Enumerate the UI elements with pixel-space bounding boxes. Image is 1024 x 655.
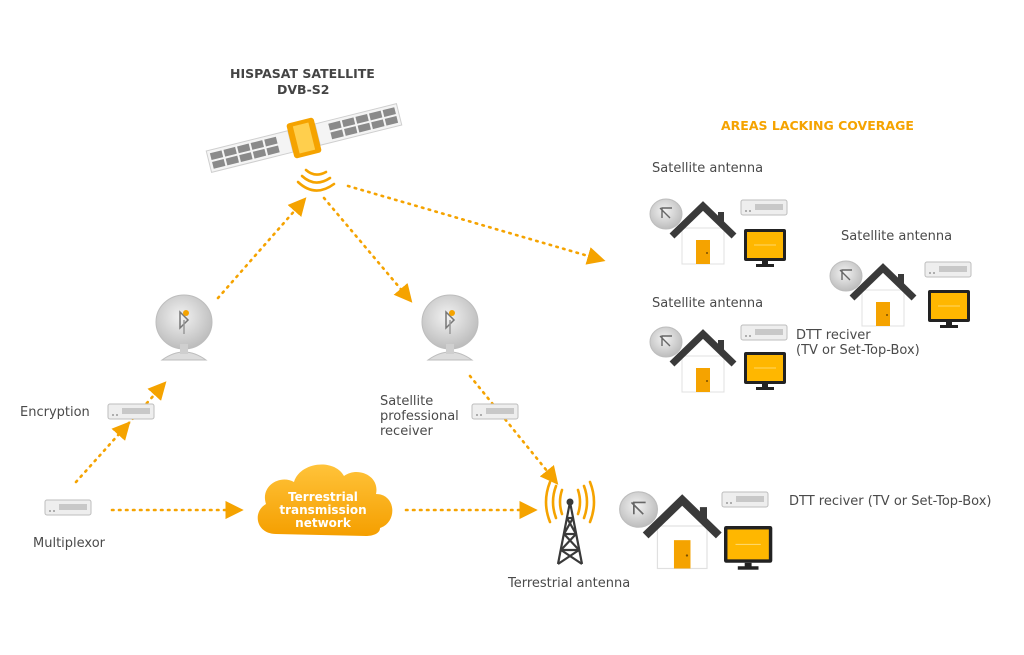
satellite-receiver-label-line3: receiver — [380, 424, 433, 439]
cloud-icon — [257, 464, 393, 536]
satellite-subtitle: DVB-S2 — [277, 82, 330, 97]
house-icon-terrestrial — [620, 492, 719, 569]
cloud-label-line1: Terrestrial — [288, 490, 358, 504]
satellite-antenna-label-1: Satellite antenna — [652, 161, 764, 176]
link-satellite-areas — [346, 184, 606, 265]
satellite-receiver-label-line2: professional — [380, 409, 459, 424]
encryption-label: Encryption — [20, 405, 90, 420]
set-top-box-icon-area-2 — [740, 324, 788, 341]
antenna-tower-icon — [544, 480, 596, 565]
downlink-dish-icon — [421, 294, 479, 361]
satellite-signal-icon — [296, 168, 336, 192]
multiplexor-device-icon — [44, 499, 92, 516]
tv-icon-area-1 — [743, 228, 787, 268]
set-top-box-icon-terrestrial — [721, 491, 769, 508]
cloud-label-line3: network — [295, 516, 351, 530]
link-multiplexor-encryption — [74, 421, 131, 484]
set-top-box-icon-area-3 — [924, 261, 972, 278]
terrestrial-antenna-label: Terrestrial antenna — [508, 576, 631, 591]
satellite-title: HISPASAT SATELLITE — [230, 66, 375, 81]
dtt-receiver-label-2: DTT reciver (TV or Set-Top-Box) — [789, 494, 992, 509]
multiplexor-label: Multiplexor — [33, 536, 106, 551]
satellite-antenna-label-3: Satellite antenna — [841, 229, 953, 244]
satellite-antenna-label-2: Satellite antenna — [652, 296, 764, 311]
satellite-receiver-label-line1: Satellite — [380, 394, 434, 409]
professional-receiver-device-icon — [471, 403, 519, 420]
house-icon-area-2 — [650, 327, 734, 392]
encryption-device-icon — [107, 403, 155, 420]
tv-icon-area-3 — [927, 289, 971, 329]
link-uplink-satellite — [216, 197, 307, 300]
house-icon-area-1 — [650, 199, 734, 264]
dtt-receiver-label-1-line1: DTT reciver — [796, 328, 871, 343]
link-receiver-tower — [468, 374, 559, 485]
tv-icon-terrestrial — [723, 525, 773, 571]
house-icon-area-3 — [830, 261, 914, 326]
satellite-icon — [205, 103, 403, 173]
tv-icon-area-2 — [743, 351, 787, 391]
dtt-receiver-label-1-line2: (TV or Set-Top-Box) — [796, 343, 920, 358]
dtt-receiver-label-1: DTT reciver (TV or Set-Top-Box) — [796, 328, 920, 358]
connection-lines — [74, 184, 606, 520]
cloud-label: Terrestrial transmission network — [268, 491, 378, 530]
uplink-dish-icon — [155, 294, 213, 361]
satellite-receiver-label: Satellite professional receiver — [380, 394, 459, 439]
set-top-box-icon-area-1 — [740, 199, 788, 216]
cloud-label-line2: transmission — [279, 503, 367, 517]
areas-title: AREAS LACKING COVERAGE — [721, 118, 914, 133]
link-satellite-downlink — [322, 196, 413, 303]
